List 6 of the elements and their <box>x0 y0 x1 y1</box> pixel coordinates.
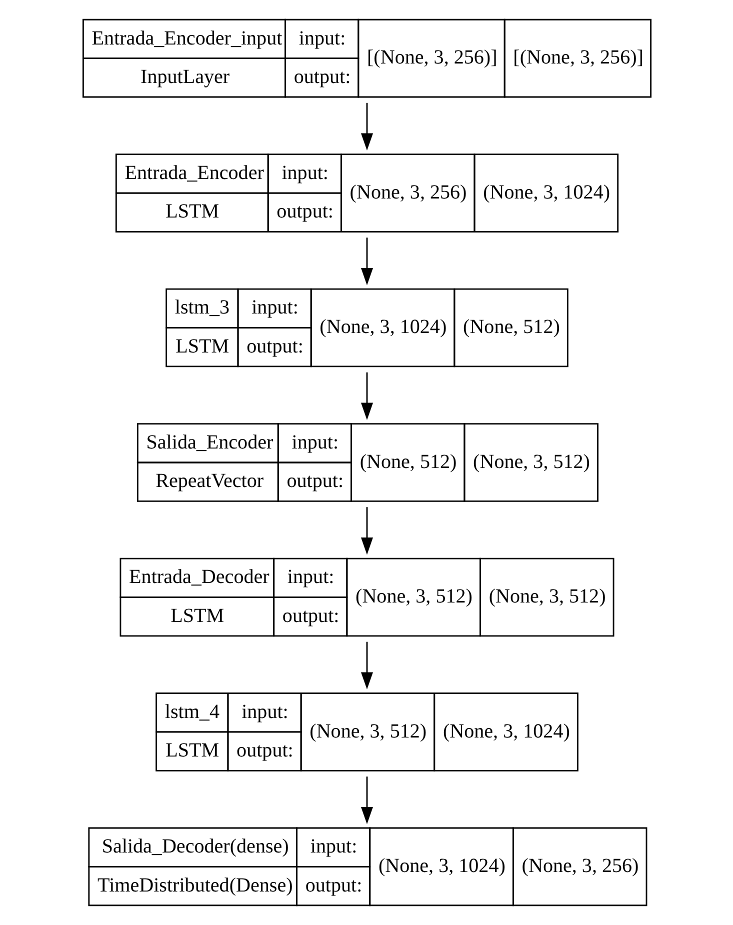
arrow <box>360 507 373 555</box>
arrow <box>360 642 373 690</box>
arrow <box>360 372 373 420</box>
arrow <box>360 238 373 286</box>
arrow <box>360 102 373 150</box>
arrow <box>360 776 373 824</box>
